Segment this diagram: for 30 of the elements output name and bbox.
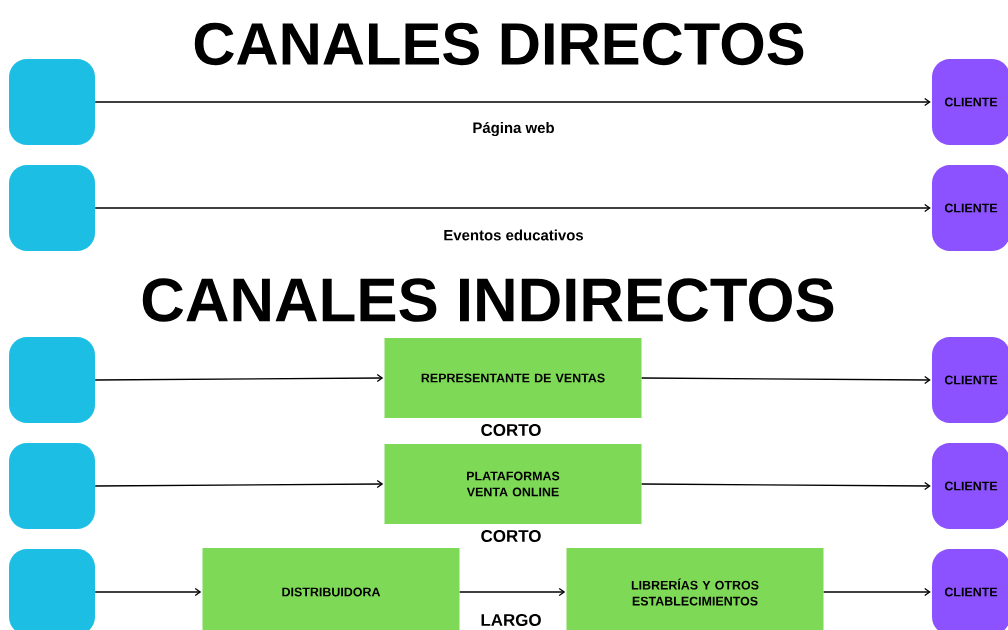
- rounded-box: [9, 443, 95, 529]
- client-box: CLIENTE: [932, 443, 1008, 529]
- arrow: [94, 587, 202, 597]
- arrow: [823, 587, 931, 597]
- edge-label: Página web: [471, 120, 556, 138]
- channel-box: REPRESENTANTE DE VENTAS: [384, 338, 642, 418]
- channel-box: DISTRIBUIDORA: [202, 548, 460, 630]
- heading: CANALES DIRECTOS: [194, 22, 804, 66]
- arrow: [94, 97, 931, 107]
- arrow: [94, 373, 384, 383]
- rounded-box: [9, 59, 95, 145]
- client-box: CLIENTE: [932, 549, 1008, 630]
- arrow: [641, 375, 931, 385]
- arrow: [94, 203, 931, 213]
- channel-box: PLATAFORMAS VENTA ONLINE: [384, 444, 642, 524]
- client-box: CLIENTE: [932, 165, 1008, 251]
- arrow: [641, 481, 931, 491]
- arrow: [94, 479, 384, 489]
- heading: CANALES INDIRECTOS: [142, 278, 834, 322]
- channel-box: LIBRERÍAS Y OTROS ESTABLECIMIENTOS: [566, 548, 824, 630]
- channel-label: CORTO: [481, 530, 541, 542]
- rounded-box: [9, 165, 95, 251]
- channel-label: LARGO: [481, 614, 541, 626]
- channel-label: CORTO: [481, 424, 541, 436]
- rounded-box: [9, 549, 95, 630]
- rounded-box: [9, 337, 95, 423]
- client-box: CLIENTE: [932, 337, 1008, 423]
- edge-label: Eventos educativos: [442, 228, 585, 242]
- arrow: [459, 587, 566, 597]
- client-box: CLIENTE: [932, 59, 1008, 145]
